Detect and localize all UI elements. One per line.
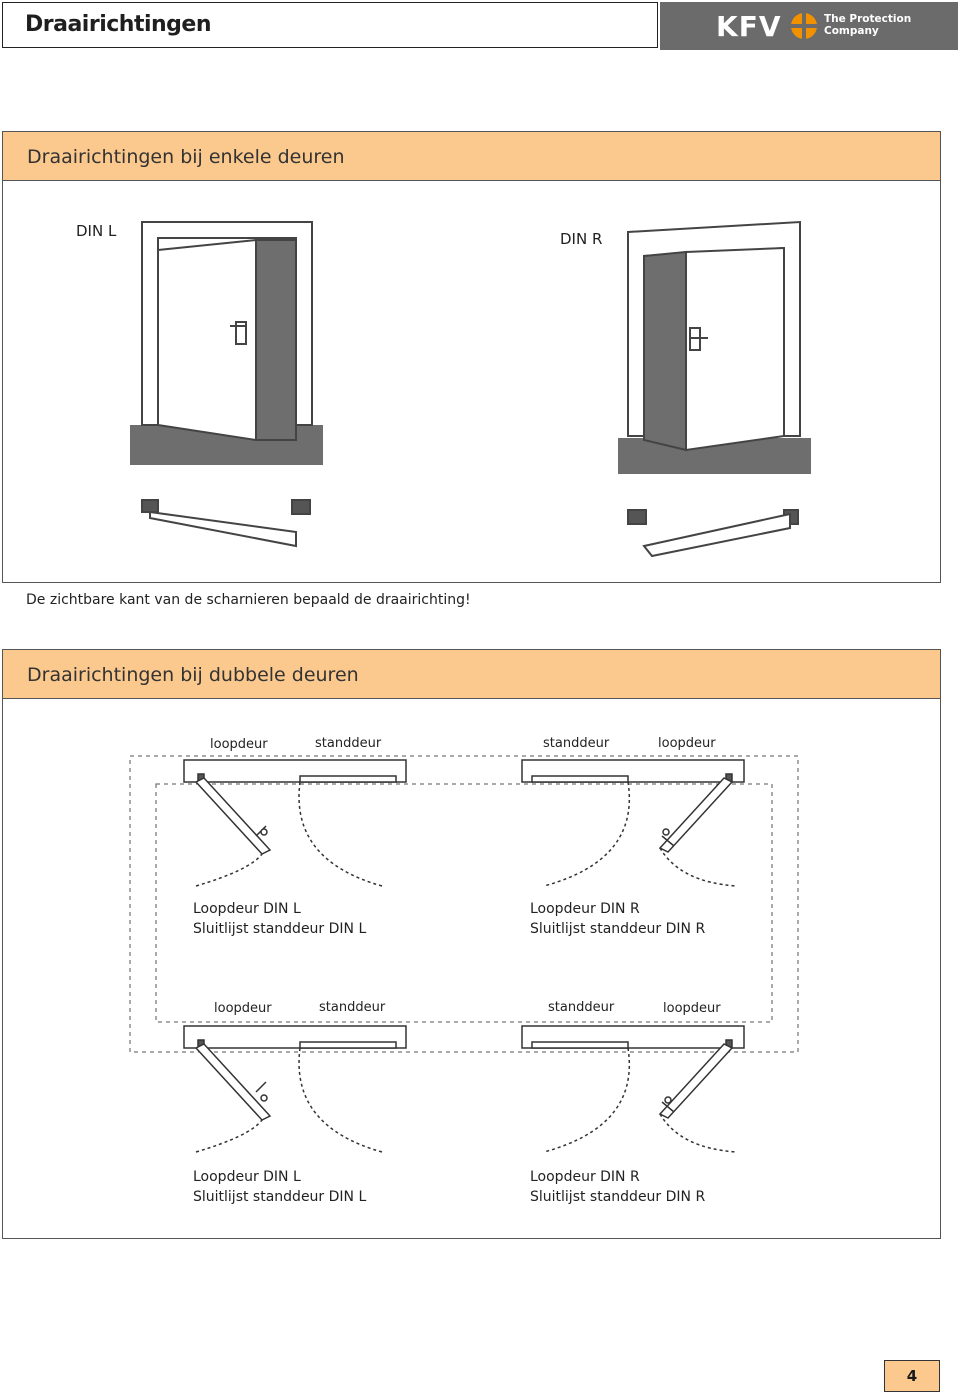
door-din-l-icon — [130, 221, 323, 465]
plan-din-l-bottom-icon — [183, 1025, 407, 1153]
plan-din-r-bottom-icon — [521, 1025, 745, 1153]
header-title-box: Draairichtingen — [2, 2, 658, 48]
door-din-r-topview-icon — [627, 509, 799, 558]
standdeur-label: standdeur — [548, 1000, 615, 1015]
din-r-label: DIN R — [560, 230, 603, 248]
caption-line: Loopdeur DIN L — [193, 1169, 301, 1185]
double-doors-title: Draairichtingen bij dubbele deuren — [27, 664, 359, 686]
brand-tagline-line1: The Protection — [824, 13, 912, 25]
standdeur-label: standdeur — [315, 736, 382, 751]
brand-bar: KFV The Protection Company — [660, 2, 958, 50]
page-title: Draairichtingen — [25, 12, 212, 37]
door-din-l-topview-icon — [141, 499, 311, 548]
dashed-outlines-icon — [129, 755, 799, 1053]
door-din-r-icon — [618, 220, 811, 474]
loopdeur-label: loopdeur — [658, 736, 716, 751]
double-doors-header: Draairichtingen bij dubbele deuren — [3, 650, 940, 699]
caption-din-r-top: Loopdeur DIN R Sluitlijst standdeur DIN … — [530, 899, 705, 939]
caption-line: Sluitlijst standdeur DIN L — [193, 921, 367, 937]
caption-line: Loopdeur DIN L — [193, 901, 301, 917]
caption-line: Loopdeur DIN R — [530, 901, 640, 917]
loopdeur-label: loopdeur — [663, 1001, 721, 1016]
loopdeur-label: loopdeur — [210, 737, 268, 752]
plan-din-r-top-icon — [521, 759, 745, 887]
caption-din-l-bottom: Loopdeur DIN L Sluitlijst standdeur DIN … — [193, 1167, 366, 1207]
single-doors-title: Draairichtingen bij enkele deuren — [27, 146, 345, 168]
caption-din-l-top: Loopdeur DIN L Sluitlijst standdeur DIN … — [193, 899, 366, 939]
loopdeur-label: loopdeur — [214, 1001, 272, 1016]
caption-line: Sluitlijst standdeur DIN L — [193, 1189, 367, 1205]
single-doors-header: Draairichtingen bij enkele deuren — [3, 132, 940, 181]
standdeur-label: standdeur — [319, 1000, 386, 1015]
double-doors-section: Draairichtingen bij dubbele deuren — [2, 649, 941, 1239]
brand-logo-icon — [791, 13, 817, 39]
brand-tagline: The Protection Company — [824, 13, 911, 37]
caption-line: Loopdeur DIN R — [530, 1169, 640, 1185]
standdeur-label: standdeur — [543, 736, 610, 751]
single-doors-note: De zichtbare kant van de scharnieren bep… — [26, 592, 471, 608]
brand-name: KFV — [716, 10, 782, 43]
plan-din-l-top-icon — [183, 759, 407, 887]
brand-tagline-line2: Company — [824, 25, 879, 37]
caption-line: Sluitlijst standdeur DIN R — [530, 1189, 706, 1205]
caption-din-r-bottom: Loopdeur DIN R Sluitlijst standdeur DIN … — [530, 1167, 705, 1207]
din-l-label: DIN L — [76, 222, 117, 240]
page-number: 4 — [884, 1360, 940, 1392]
caption-line: Sluitlijst standdeur DIN R — [530, 921, 706, 937]
